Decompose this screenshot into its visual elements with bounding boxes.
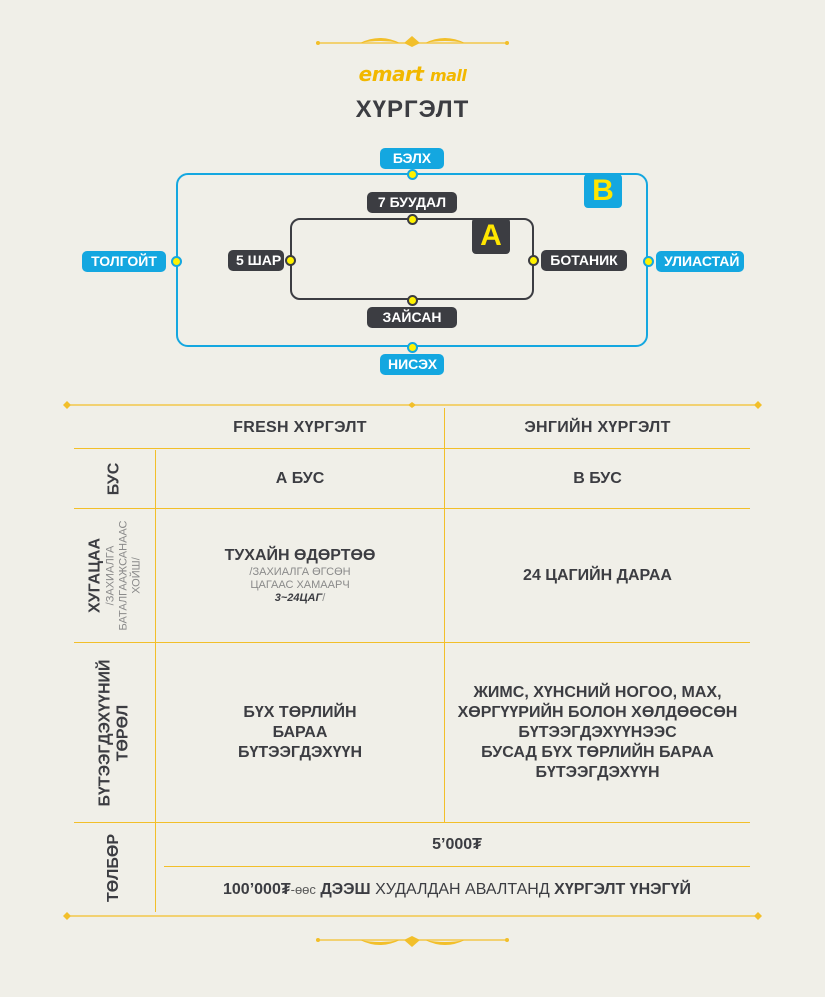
- row-label-period-sub-1: /ЗАХИАЛГА: [104, 545, 116, 606]
- bottom-ornament: [316, 936, 509, 947]
- stop-niseh: НИСЭХ: [380, 354, 444, 375]
- row-divider: [74, 822, 750, 823]
- stop-7-buudal-dot: [407, 214, 418, 225]
- row-label-fee: ТӨЛБӨР: [74, 823, 155, 912]
- row-label-period: ХУГАЦАА /ЗАХИАЛГА БАТАЛГААЖСАНААС ХОЙШ/: [74, 509, 155, 642]
- row-label-products: БҮТЭЭГДЭХҮҮНИЙ ТӨРӨЛ: [74, 643, 155, 822]
- stop-belkh: БЭЛХ: [380, 148, 444, 169]
- row-label-fee-text: ТӨЛБӨР: [105, 833, 123, 902]
- products-fresh-line-1: БҮХ ТӨРЛИЙН: [243, 703, 357, 721]
- row-label-products-line-2: ТӨРӨЛ: [114, 704, 132, 761]
- delivery-route-map: B A БЭЛХ НИСЭХ ТОЛГОЙТ УЛИАСТАЙ 7 БУУДАЛ…: [0, 140, 825, 380]
- row-divider: [74, 642, 750, 643]
- stop-zaisan: ЗАЙСАН: [367, 307, 457, 328]
- stop-botanik-dot: [528, 255, 539, 266]
- column-header-fresh: FRESH ХҮРГЭЛТ: [233, 419, 367, 436]
- products-regular-line-5: БҮТЭЭГДЭХҮҮН: [535, 763, 660, 781]
- free-threshold-mid: ХУДАЛДАН АВАЛТАНД: [375, 880, 550, 898]
- row-label-bus: БУС: [74, 449, 155, 508]
- period-fresh-sub-3: 3~24ЦАГ/: [275, 592, 326, 605]
- free-delivery-text: ХҮРГЭЛТ ҮНЭГҮЙ: [554, 880, 691, 898]
- logo-mall: mall: [429, 66, 467, 85]
- fee-price: 5’000₮: [432, 835, 482, 853]
- row-label-period-sub-2: БАТАЛГААЖСАНААС: [117, 520, 129, 631]
- products-regular-line-1: ЖИМС, ХҮНСНИЙ НОГОО, МАХ,: [473, 683, 722, 701]
- products-regular-line-2: ХӨРГҮҮРИЙН БОЛОН ХӨЛДӨӨСӨН: [457, 703, 738, 721]
- bus-regular: В БУС: [573, 469, 622, 487]
- free-threshold-suffix: -өөс: [290, 882, 316, 897]
- page-title: ХҮРГЭЛТ: [355, 96, 470, 123]
- period-fresh-sub-3-end: /: [322, 592, 326, 604]
- logo-mart: mart: [371, 62, 424, 86]
- period-fresh-sub-2: ЦАГААС ХАМААРЧ: [250, 579, 350, 591]
- free-threshold-over: ДЭЭШ: [320, 880, 371, 898]
- table-top-rule: [63, 401, 762, 409]
- stop-uliastai: УЛИАСТАЙ: [656, 251, 744, 272]
- period-fresh-hours: 3~24ЦАГ: [274, 592, 323, 604]
- stop-niseh-dot: [407, 342, 418, 353]
- period-regular: 24 ЦАГИЙН ДАРАА: [523, 566, 672, 584]
- logo-e: e: [358, 62, 373, 86]
- emart-mall-logo: emart mall: [0, 62, 825, 86]
- stop-botanik: БОТАНИК: [541, 250, 627, 271]
- stop-tolgoit: ТОЛГОЙТ: [82, 251, 166, 272]
- products-fresh: БҮХ ТӨРЛИЙН БАРАА БҮТЭЭГДЭХҮҮН: [156, 643, 444, 822]
- row-label-bus-text: БУС: [105, 462, 123, 495]
- period-fresh-sub-1: /ЗАХИАЛГА ӨГСӨН: [249, 566, 351, 578]
- row-label-period-text: ХУГАЦАА: [86, 537, 103, 614]
- row-label-products-line-1: БҮТЭЭГДЭХҮҮНИЙ: [96, 658, 114, 807]
- top-ornament: [316, 36, 509, 47]
- stop-7-buudal: 7 БУУДАЛ: [367, 192, 457, 213]
- row-divider: [74, 448, 750, 449]
- stop-5-shar-dot: [285, 255, 296, 266]
- products-regular-line-3: БҮТЭЭГДЭХҮҮНЭЭС: [518, 723, 677, 741]
- table-bottom-rule: [63, 912, 762, 920]
- products-fresh-line-3: БҮТЭЭГДЭХҮҮН: [237, 743, 362, 761]
- row-divider: [164, 866, 750, 867]
- column-header-regular: ЭНГИЙН ХҮРГЭЛТ: [524, 419, 671, 436]
- products-regular-line-4: БУСАД БҮХ ТӨРЛИЙН БАРАА: [481, 743, 714, 761]
- period-fresh: ТУХАЙН ӨДӨРТӨӨ /ЗАХИАЛГА ӨГСӨН ЦАГААС ХА…: [156, 509, 444, 642]
- row-divider: [74, 508, 750, 509]
- free-threshold-amount: 100’000₮: [223, 880, 291, 898]
- column-divider: [444, 408, 445, 822]
- stop-uliastai-dot: [643, 256, 654, 267]
- bus-fresh: А БУС: [275, 469, 325, 487]
- stop-belkh-dot: [407, 169, 418, 180]
- stop-tolgoit-dot: [171, 256, 182, 267]
- route-a-badge: A: [472, 218, 510, 254]
- period-fresh-main: ТУХАЙН ӨДӨРТӨӨ: [224, 547, 376, 564]
- stop-zaisan-dot: [407, 295, 418, 306]
- stop-5-shar: 5 ШАР: [228, 250, 284, 271]
- free-delivery-note: 100’000₮-өөс ДЭЭШ ХУДАЛДАН АВАЛТАНД ХҮРГ…: [164, 867, 750, 912]
- row-label-period-sub-3: ХОЙШ/: [130, 557, 142, 594]
- products-regular: ЖИМС, ХҮНСНИЙ НОГОО, МАХ, ХӨРГҮҮРИЙН БОЛ…: [445, 643, 750, 822]
- column-divider: [155, 450, 156, 912]
- route-b-badge: B: [584, 174, 622, 208]
- products-fresh-line-2: БАРАА: [272, 723, 328, 741]
